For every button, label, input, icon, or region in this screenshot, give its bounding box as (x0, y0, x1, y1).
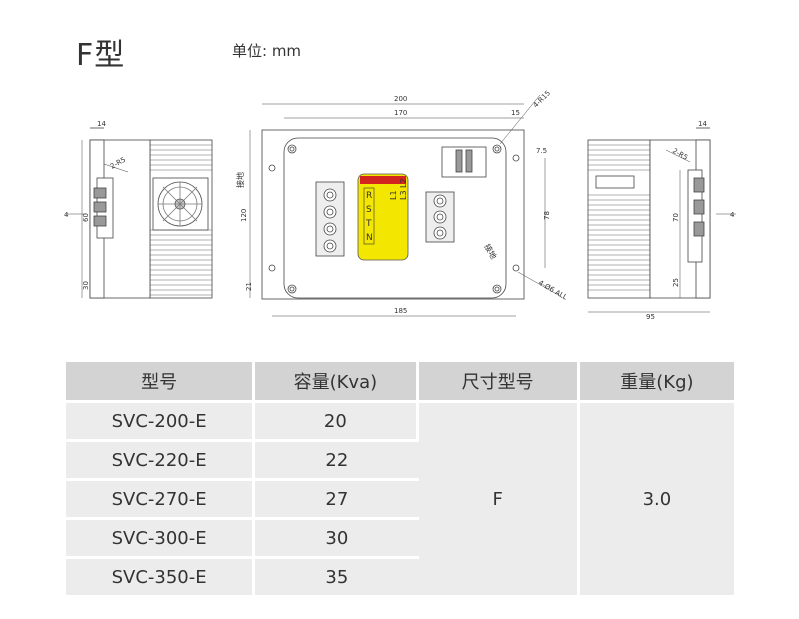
left-dim-top: 14 (97, 120, 106, 128)
cell-model: SVC-350-E (66, 559, 256, 598)
cell-model: SVC-200-E (66, 403, 256, 442)
cell-weight: 3.0 (579, 403, 734, 598)
terminal-l1: L1 (389, 190, 398, 200)
front-dim-right-offset: 15 (511, 109, 520, 117)
front-dim-hole-spacing: 78 (543, 211, 551, 220)
cell-model: SVC-270-E (66, 481, 256, 520)
cell-capacity: 20 (255, 403, 419, 442)
right-dim-bottom: 25 (672, 278, 680, 287)
header-weight: 重量(Kg) (579, 362, 734, 403)
front-dim-total-width: 200 (394, 95, 407, 103)
terminal-n: N (366, 233, 373, 243)
page-title: F型 (76, 38, 126, 73)
right-dim-right: 4 (730, 211, 735, 219)
front-dim-plate-width: 170 (394, 109, 407, 117)
table-row: SVC-220-E 22 (66, 442, 734, 481)
terminal-r: R (366, 191, 372, 201)
input-terminal-labels: R S T N (365, 191, 373, 243)
right-dim-top: 14 (698, 120, 707, 128)
caution-label (357, 173, 409, 261)
front-dim-holes: 4-Ø6 ALL (537, 279, 569, 302)
left-dim-bottom: 30 (82, 281, 90, 290)
cell-size-model: F (418, 403, 580, 598)
left-side-view (66, 127, 213, 299)
unit-label: 单位: mm (232, 42, 302, 60)
front-dim-corner-radius: 4-R15 (532, 89, 552, 109)
cell-capacity: 35 (255, 559, 419, 598)
left-dim-left: 4 (64, 211, 69, 219)
cell-model: SVC-300-E (66, 520, 256, 559)
right-side-view (587, 127, 736, 313)
table-header-row: 型号 容量(Kva) 尺寸型号 重量(Kg) (66, 362, 734, 403)
terminal-s: S (366, 205, 372, 215)
table-row: SVC-270-E 27 (66, 481, 734, 520)
right-dim-width: 95 (646, 313, 655, 321)
technical-drawing: 14 2-R5 60 30 4 (64, 89, 736, 321)
right-dim-middle: 70 (672, 213, 680, 222)
spec-table: 型号 容量(Kva) 尺寸型号 重量(Kg) SVC-200-E 20 F 3.… (66, 362, 734, 598)
ground-label-left: 接地 (235, 172, 245, 188)
table-row: SVC-300-E 30 (66, 520, 734, 559)
table-row: SVC-200-E 20 F 3.0 (66, 403, 734, 598)
front-dim-height: 120 (240, 209, 248, 222)
header-model: 型号 (66, 362, 256, 403)
terminal-l2: L2 (399, 178, 408, 188)
terminal-t: T (365, 219, 372, 229)
table-row: SVC-350-E 35 (66, 559, 734, 598)
cell-capacity: 30 (255, 520, 419, 559)
front-dim-mount-width: 185 (394, 307, 407, 315)
cell-capacity: 27 (255, 481, 419, 520)
cell-capacity: 22 (255, 442, 419, 481)
left-dim-middle: 60 (82, 213, 90, 222)
front-dim-hole-top: 7.5 (536, 147, 547, 155)
terminal-l3: L3 (399, 190, 408, 200)
cell-model: SVC-220-E (66, 442, 256, 481)
header-size-model: 尺寸型号 (418, 362, 580, 403)
output-terminal-labels: L1 L2 L3 (389, 178, 408, 200)
front-dim-bottom: 21 (245, 282, 253, 291)
header-capacity: 容量(Kva) (255, 362, 419, 403)
